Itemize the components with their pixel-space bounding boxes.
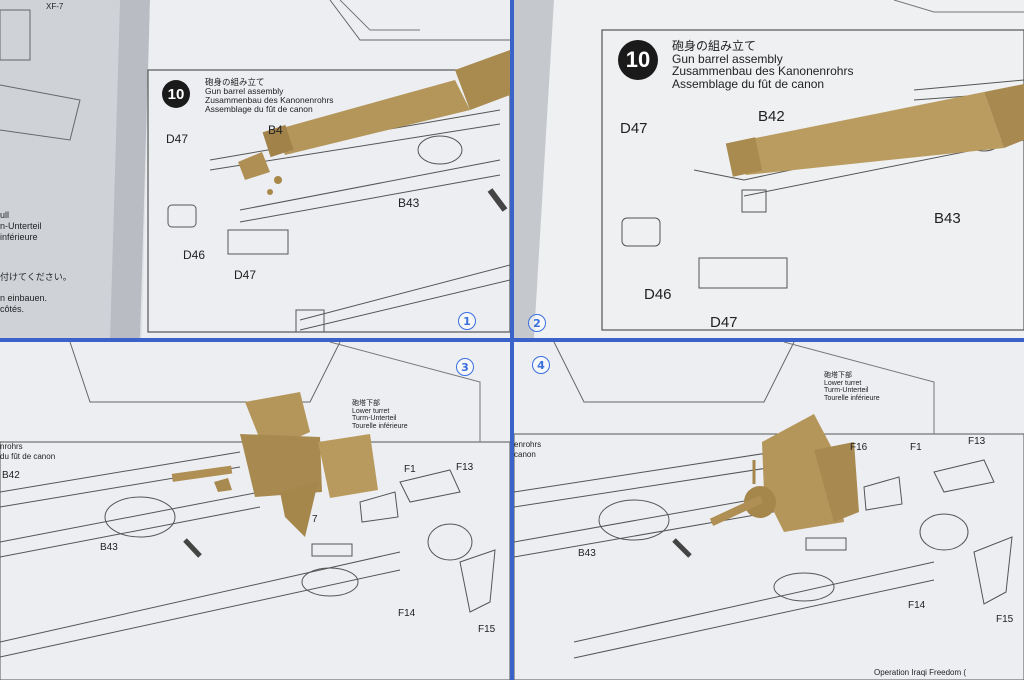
instruction-sheet-drawing <box>0 0 510 338</box>
part-label-f7: 7 <box>312 514 318 525</box>
title-en: Gun barrel assembly <box>672 51 783 66</box>
part-label-b42: B4 <box>268 123 283 137</box>
photo-number-badge: 2 <box>528 314 546 332</box>
part-label-f13: F13 <box>968 436 986 447</box>
left-title-fragment: nrohrs du fût de canon <box>0 442 56 461</box>
part-label-d47-detail: D47 <box>710 314 738 331</box>
instruction-sheet-drawing <box>514 342 1024 680</box>
paint-code-label: XF-7 <box>46 2 64 11</box>
part-label-f15: F15 <box>478 624 496 635</box>
title-en: Gun barrel assembly <box>205 85 284 96</box>
title-de: Zusammenbau des Kanonenrohrs <box>205 94 334 105</box>
instruction-sheet-drawing <box>0 342 510 680</box>
part-label-d46: D46 <box>183 248 206 262</box>
step-title: 砲身の組み立て Gun barrel assembly Zusammenbau … <box>205 78 334 114</box>
step-number-badge: 10 <box>162 80 190 108</box>
part-label-f1: F1 <box>910 442 922 453</box>
part-label-f15: F15 <box>996 614 1014 625</box>
photo-panel-4: 砲塔下部 Lower turret Turm-Unterteil Tourell… <box>514 342 1024 680</box>
photo-number-badge: 3 <box>456 358 474 376</box>
side-text: ull n-Unterteil inférieure 付けてください。 n ei… <box>0 210 72 314</box>
horizontal-divider <box>0 338 1024 342</box>
part-label-f16: F16 <box>850 442 868 453</box>
photo-panel-1: 10 砲身の組み立て Gun barrel assembly Zusammenb… <box>0 0 510 338</box>
instruction-sheet-drawing <box>514 0 1024 338</box>
photo-number-badge: 1 <box>458 312 476 330</box>
part-label-b43: B43 <box>398 196 420 210</box>
part-label-b43: B43 <box>934 210 961 227</box>
part-label-b43: B43 <box>578 548 596 559</box>
title-jp: 砲身の組み立て <box>672 39 757 53</box>
photo-panel-3: 砲塔下部 Lower turret Turm-Unterteil Tourell… <box>0 342 510 680</box>
part-label-f14: F14 <box>398 608 416 619</box>
photo-panel-2: 10 砲身の組み立て Gun barrel assembly Zusammenb… <box>514 0 1024 338</box>
photo-number-badge: 4 <box>532 356 550 374</box>
part-label-d46: D46 <box>644 286 672 303</box>
title-jp: 砲身の組み立て <box>205 77 265 87</box>
title-de: Zusammenbau des Kanonenrohrs <box>672 64 854 79</box>
part-label-d47-detail: D47 <box>234 268 257 282</box>
part-label-f1: F1 <box>404 464 416 475</box>
part-label-b42: B42 <box>2 470 20 481</box>
part-label-f13: F13 <box>456 462 474 473</box>
part-label-d47: D47 <box>620 120 648 137</box>
turret-note: 砲塔下部 Lower turret Turm-Unterteil Tourell… <box>824 372 880 403</box>
part-label-f14: F14 <box>908 600 926 611</box>
bottom-caption: Operation Iraqi Freedom ( <box>874 668 967 677</box>
part-label-b42: B42 <box>758 108 785 125</box>
left-title-fragment: enrohrs canon <box>514 440 542 459</box>
part-label-b43: B43 <box>100 542 118 553</box>
step-number-badge: 10 <box>618 40 658 80</box>
turret-note: 砲塔下部 Lower turret Turm-Unterteil Tourell… <box>352 400 408 431</box>
title-fr: Assemblage du fût de canon <box>672 76 825 91</box>
part-label-d47: D47 <box>166 132 189 146</box>
step-title: 砲身の組み立て Gun barrel assembly Zusammenbau … <box>672 40 853 90</box>
title-fr: Assemblage du fût de canon <box>205 103 313 114</box>
